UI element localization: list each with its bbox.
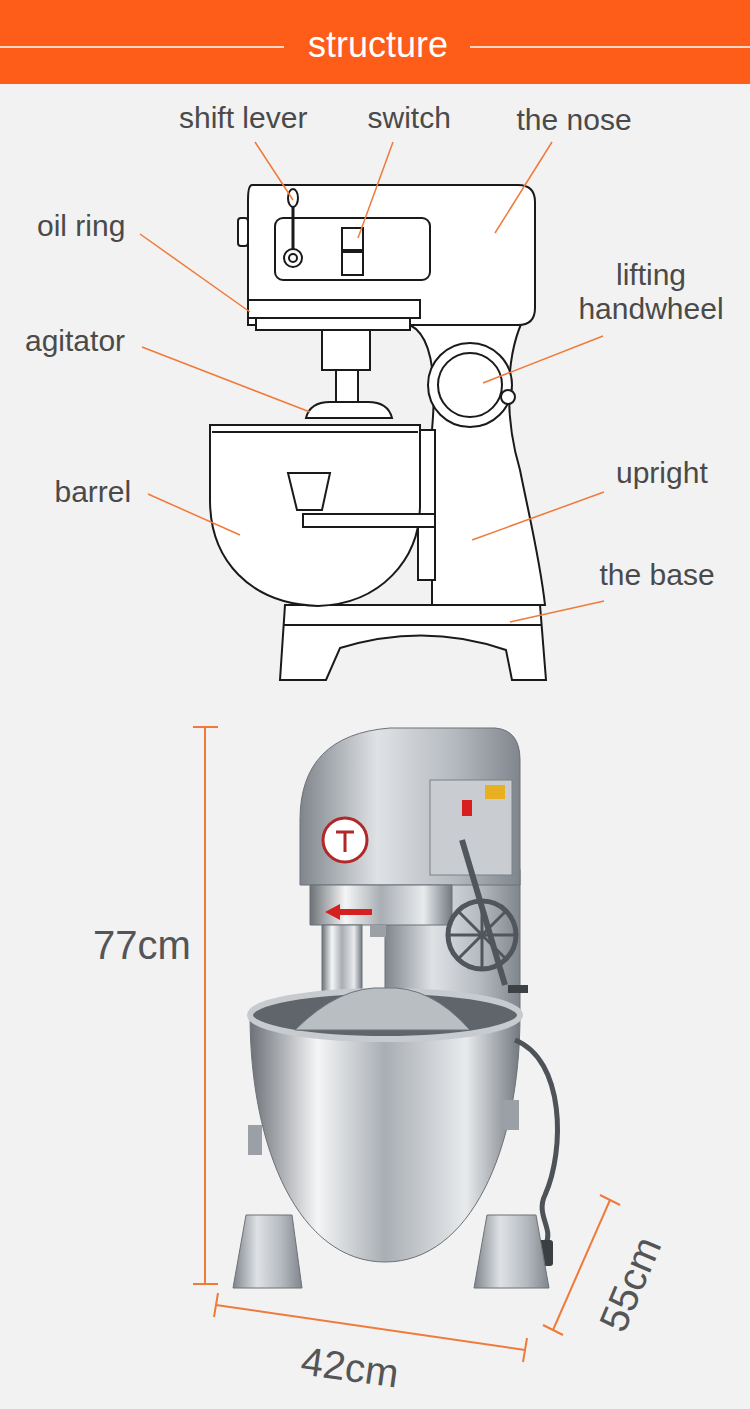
part-label: oil ring: [37, 209, 125, 244]
shift-lever-knob: [288, 189, 298, 207]
leader-line: [255, 142, 293, 200]
leader-line: [148, 494, 240, 535]
dimension-tick: [600, 1195, 620, 1205]
agitator-coupling: [322, 330, 370, 370]
dimension-label: 42cm: [298, 1337, 401, 1396]
barrel-rim: [212, 431, 418, 433]
shift-lever-pivot: [284, 249, 302, 267]
warning-sticker: [485, 785, 505, 799]
dimension-line: [216, 1305, 525, 1350]
oil-ring-photo: [310, 885, 452, 925]
dimension-lines: [193, 727, 620, 1362]
leg-photo: [233, 1215, 302, 1288]
bowl-lug: [503, 1100, 519, 1130]
switch-button: [342, 252, 363, 275]
handwheel-grip: [501, 390, 515, 404]
handwheel-inner: [438, 353, 502, 417]
part-label: the nose: [517, 103, 632, 138]
handwheel-outline: [428, 343, 512, 427]
head-photo: [300, 728, 520, 885]
leg-photo: [474, 1215, 549, 1288]
base-outline: [280, 605, 546, 680]
oil-ring-outline: [248, 300, 420, 318]
oil-ring-lower: [256, 318, 410, 330]
leader-line: [140, 234, 250, 312]
bowl-lug: [248, 1125, 262, 1155]
switch-photo: [462, 800, 472, 816]
mixer-line-drawing: [210, 185, 546, 680]
leader-lines: [140, 142, 604, 622]
page-title: structure: [308, 24, 448, 65]
bowl-arm: [303, 514, 435, 527]
dimension-tick: [193, 1283, 218, 1285]
direction-arrow: [325, 904, 372, 920]
leader-line: [495, 142, 552, 233]
header-rule: [0, 46, 284, 48]
part-label: switch: [368, 101, 451, 136]
dimension-tick: [214, 1293, 218, 1317]
leader-line: [142, 347, 310, 412]
dimension-label: 55cm: [590, 1230, 671, 1338]
dimension-tick: [523, 1338, 527, 1362]
dimension-line: [204, 727, 206, 1284]
shaft-stub: [370, 925, 386, 937]
logo-mark: [336, 832, 354, 852]
part-label: the base: [600, 558, 715, 593]
upright-outline: [410, 322, 545, 605]
header-band: [0, 0, 750, 84]
leader-line: [358, 142, 393, 238]
leader-line: [472, 492, 604, 540]
leader-line: [510, 601, 604, 622]
dimension-tick: [193, 726, 218, 728]
handwheel-grip-photo: [508, 985, 528, 993]
part-label: barrel: [55, 475, 132, 510]
base-edge: [283, 624, 542, 626]
part-label: shift lever: [179, 101, 307, 136]
agitator-shaft: [336, 370, 358, 402]
power-cable: [515, 1040, 557, 1245]
dimension-label: 77cm: [93, 922, 191, 968]
part-label: lifting handwheel: [558, 258, 744, 327]
side-knob: [238, 218, 248, 246]
bowl-clamp: [288, 473, 330, 510]
whisk-photo: [295, 988, 470, 1030]
nose-outline: [248, 185, 535, 325]
header-rule: [470, 46, 750, 48]
leader-line: [483, 336, 603, 383]
shift-lever-pivot: [289, 254, 297, 262]
part-label: upright: [616, 456, 708, 491]
agitator-head: [306, 402, 392, 418]
handwheel-photo: [448, 901, 516, 969]
control-panel: [275, 218, 430, 280]
mixer-photo: [233, 728, 557, 1288]
part-label: agitator: [25, 324, 125, 359]
dimension-tick: [543, 1325, 563, 1335]
logo-badge: [323, 818, 367, 862]
handwheel-spokes: [448, 901, 516, 969]
